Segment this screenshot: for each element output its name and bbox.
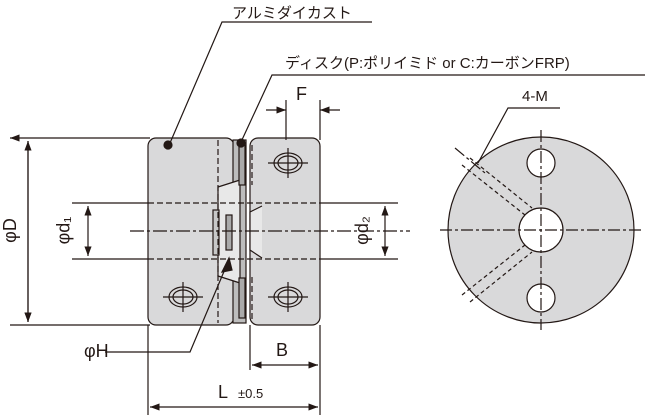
- disc-label: ディスク(P:ポリイミド or C:カーボンFRP): [285, 55, 570, 72]
- dim-d1: φd₁: [53, 216, 74, 245]
- end-view: [440, 107, 642, 330]
- dim-F: F: [296, 84, 307, 104]
- dim-L: L: [218, 382, 229, 402]
- material-label: アルミダイカスト: [232, 5, 352, 22]
- dim-d2: φd₂: [351, 216, 372, 245]
- screw-holes: [163, 148, 308, 312]
- dim-D: φD: [0, 218, 20, 243]
- dim-4M: 4-M: [522, 88, 548, 105]
- dim-L-tolerance: ±0.5: [238, 386, 264, 401]
- dim-B: B: [276, 340, 289, 360]
- dim-H: φH: [84, 341, 109, 361]
